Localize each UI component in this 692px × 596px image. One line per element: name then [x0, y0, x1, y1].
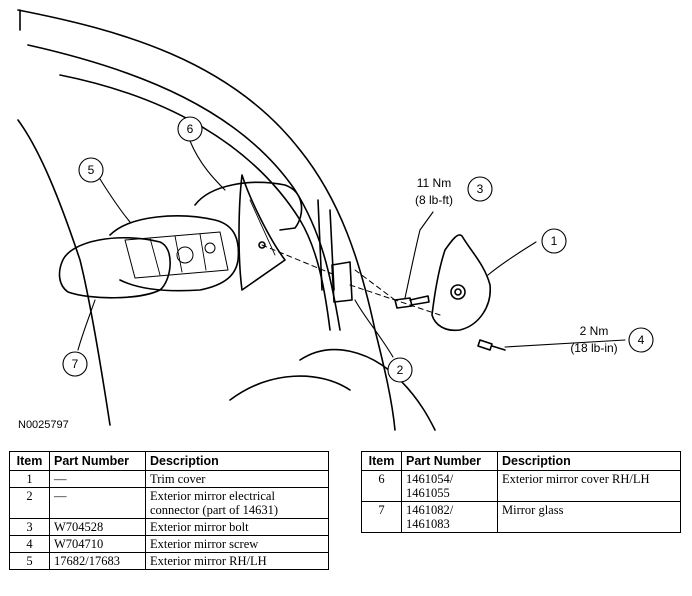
callout-7-label: 7 [72, 357, 79, 371]
cell-part: W704528 [49, 518, 146, 536]
cell-desc: Exterior mirror electrical connector (pa… [145, 487, 329, 519]
col-header-part: Part Number [401, 451, 498, 471]
torque-4-nm: 2 Nm [580, 324, 609, 338]
callout-2-label: 2 [397, 363, 404, 377]
table-row: 7 1461082/ 1461083 Mirror glass [361, 501, 681, 533]
bolt [394, 295, 430, 309]
cell-item: 2 [9, 487, 50, 519]
cell-desc: Mirror glass [497, 501, 681, 533]
trim-cover [431, 234, 491, 332]
table-row: 3 W704528 Exterior mirror bolt [9, 518, 329, 536]
mounting-plate [238, 174, 286, 291]
callout-4-label: 4 [638, 333, 645, 347]
mirror-assembly [109, 215, 240, 292]
torque-3-nm: 11 Nm [417, 176, 451, 190]
callout-1-label: 1 [551, 234, 558, 248]
connector [331, 261, 353, 303]
cell-item: 1 [9, 470, 50, 488]
cell-part: 1461054/ 1461055 [401, 470, 498, 502]
col-header-item: Item [9, 451, 50, 471]
torque-3-imperial: (8 lb-ft) [415, 193, 453, 207]
parts-table-right: Item Part Number Description 6 1461054/ … [361, 451, 681, 533]
mirror-cover [194, 181, 303, 231]
col-header-part: Part Number [49, 451, 146, 471]
cell-part: 1461082/ 1461083 [401, 501, 498, 533]
cell-desc: Exterior mirror screw [145, 535, 329, 553]
mirror-diagram: 1 2 3 4 5 6 7 11 Nm (8 lb-ft) 2 Nm (18 l… [17, 9, 654, 431]
figure-id: N0025797 [18, 419, 69, 431]
torque-4-imperial: (18 lb-in) [570, 341, 617, 355]
cell-desc: Exterior mirror RH/LH [145, 552, 329, 570]
callout-6-label: 6 [187, 122, 194, 136]
cell-part: — [49, 487, 146, 519]
cell-desc: Exterior mirror bolt [145, 518, 329, 536]
cell-item: 7 [361, 501, 402, 533]
cell-item: 3 [9, 518, 50, 536]
cell-item: 4 [9, 535, 50, 553]
cell-part: W704710 [49, 535, 146, 553]
col-header-item: Item [361, 451, 402, 471]
cell-desc: Trim cover [145, 470, 329, 488]
callout-5-label: 5 [88, 163, 95, 177]
table-row: 2 — Exterior mirror electrical connector… [9, 487, 329, 519]
callout-3-label: 3 [477, 182, 484, 196]
table-row: 1 — Trim cover [9, 470, 329, 488]
cell-desc: Exterior mirror cover RH/LH [497, 470, 681, 502]
table-row: 5 17682/17683 Exterior mirror RH/LH [9, 552, 329, 570]
cell-item: 5 [9, 552, 50, 570]
cell-item: 6 [361, 470, 402, 502]
parts-table-left: Item Part Number Description 1 — Trim co… [9, 451, 329, 570]
screw [477, 339, 506, 351]
col-header-desc: Description [497, 451, 681, 471]
cell-part: — [49, 470, 146, 488]
table-row: 6 1461054/ 1461055 Exterior mirror cover… [361, 470, 681, 502]
mirror-glass [58, 236, 171, 299]
cell-part: 17682/17683 [49, 552, 146, 570]
table-row: 4 W704710 Exterior mirror screw [9, 535, 329, 553]
col-header-desc: Description [145, 451, 329, 471]
